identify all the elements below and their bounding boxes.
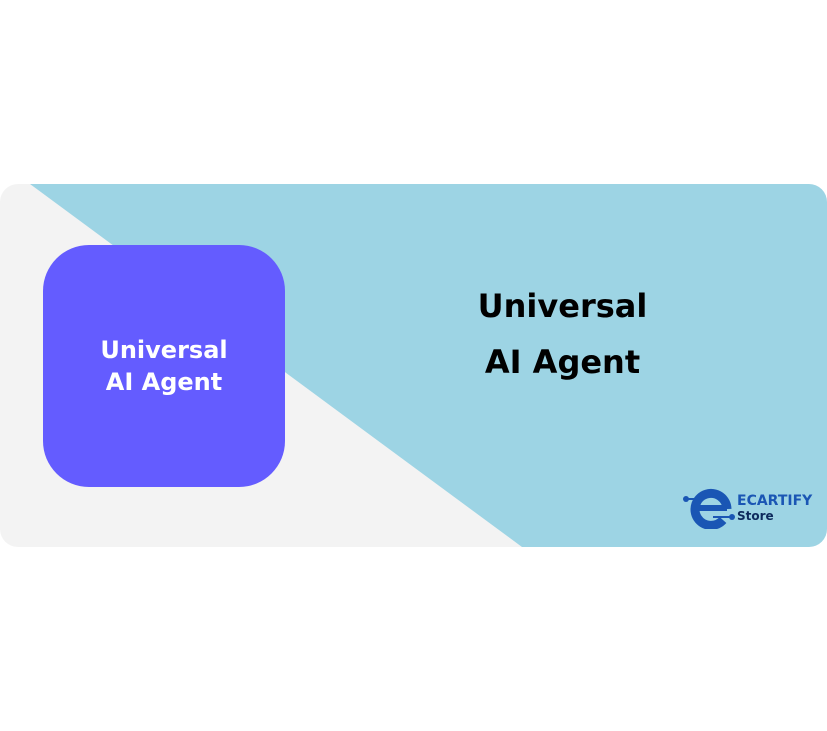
logo-name: ECARTIFY bbox=[737, 493, 813, 509]
ecartify-logo: ECARTIFY Store bbox=[683, 487, 813, 530]
ecartify-e-icon bbox=[683, 488, 735, 530]
agent-tile: Universal AI Agent bbox=[43, 245, 285, 487]
title-line-1: Universal bbox=[477, 287, 648, 325]
page-title: Universal AI Agent bbox=[440, 278, 685, 390]
title-line-2: AI Agent bbox=[484, 343, 641, 381]
logo-sub: Store bbox=[737, 509, 774, 523]
tile-line-2: AI Agent bbox=[105, 368, 223, 396]
banner-card: Universal AI Agent Universal AI Agent EC… bbox=[0, 184, 827, 547]
tile-line-1: Universal bbox=[100, 336, 228, 364]
